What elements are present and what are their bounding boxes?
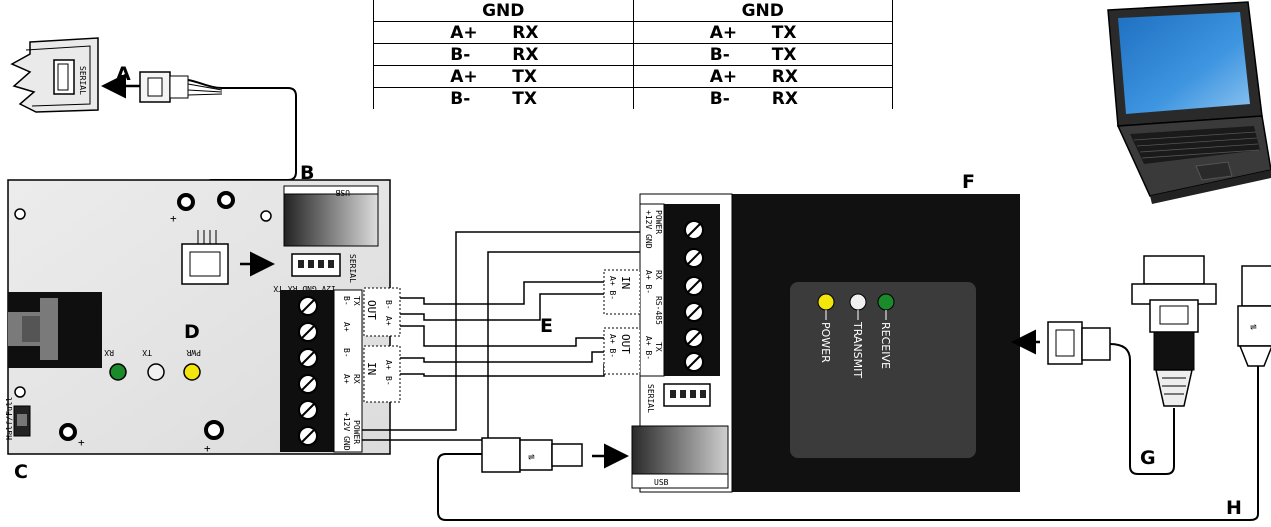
rx-led <box>109 363 127 381</box>
svg-text:+: + <box>170 212 177 225</box>
usb-a-plug: ⇌ <box>1237 265 1271 367</box>
svg-text:A+: A+ <box>384 360 393 370</box>
laptop-icon <box>1107 1 1271 204</box>
conv-transmit-led-label: TRANSMIT <box>851 321 864 378</box>
board-header-pins: 12V GND RX TX <box>273 284 336 293</box>
board-out-label: OUT <box>365 300 378 320</box>
svg-text:RX: RX <box>654 270 663 280</box>
svg-text:A+: A+ <box>342 322 351 332</box>
board-usb-label: USB <box>335 188 350 197</box>
svg-text:+: + <box>78 436 85 449</box>
svg-text:RX: RX <box>352 374 361 384</box>
usb-cable: ⇌ <box>437 366 1259 521</box>
callout-d: D <box>184 321 200 343</box>
fragment-serial-label: SERIAL <box>78 66 87 95</box>
svg-text:A+ B-: A+ B- <box>644 336 653 360</box>
conv-receive-led <box>877 293 895 311</box>
table-cell-left: B-RX <box>373 43 634 66</box>
svg-text:A+ B-: A+ B- <box>608 334 617 358</box>
led-rx-label: RX <box>104 348 114 357</box>
conv-power-led-label: POWER <box>819 322 832 363</box>
board-terminal-block: B- TX A+ B- A+ RX +12V GND POWER OUT B- … <box>280 287 401 453</box>
conv-serial-label: SERIAL <box>646 384 655 413</box>
svg-text:B-: B- <box>342 296 351 306</box>
table-row: A+TX A+RX <box>373 65 893 88</box>
table-row: B-RX B-TX <box>373 43 893 66</box>
led-pwr-label: PWR <box>186 348 201 357</box>
conv-rs485-label: RS-485 <box>654 296 663 325</box>
board-in-label: IN <box>365 362 378 375</box>
conv-receive-led-label: RECEIVE <box>879 322 892 369</box>
converter-module: +12V GND POWER A+ B- RX RS-485 A+ B- TX … <box>603 193 1020 493</box>
callout-c: C <box>14 461 28 483</box>
led-tx-label: TX <box>142 348 152 357</box>
table-row: B-TX B-RX <box>373 87 893 109</box>
conv-in-label: IN <box>619 276 632 289</box>
board-plug <box>181 230 229 285</box>
callout-a: A <box>116 63 131 85</box>
svg-text:A+ B-: A+ B- <box>608 276 617 300</box>
svg-text:+: + <box>204 442 211 455</box>
table-row: GND GND <box>373 0 893 22</box>
svg-text:A+: A+ <box>342 374 351 384</box>
conv-usb-label: USB <box>654 478 669 487</box>
half-full-switch-label: Half/Full <box>5 396 14 440</box>
svg-text:A+ B-: A+ B- <box>644 270 653 294</box>
svg-text:B-: B- <box>384 376 393 386</box>
connector-plug-a <box>139 71 189 103</box>
table-cell-left: A+RX <box>373 21 634 44</box>
table-cell-right: B-RX <box>632 87 893 109</box>
svg-text:+12V GND: +12V GND <box>342 412 351 451</box>
tx-led <box>147 363 165 381</box>
callout-h: H <box>1226 497 1242 519</box>
callout-f: F <box>962 171 975 193</box>
usb-symbol-icon: ⇌ <box>528 450 535 463</box>
svg-text:POWER: POWER <box>352 420 361 444</box>
table-cell-left: B-TX <box>373 87 634 109</box>
board-serial-label: SERIAL <box>348 254 357 283</box>
serial-cable <box>1047 255 1217 475</box>
conv-power-led <box>817 293 835 311</box>
callout-b: B <box>300 162 314 184</box>
callout-e: E <box>540 315 553 337</box>
table-cell-right: A+RX <box>632 65 893 88</box>
device-fragment: SERIAL <box>10 37 99 113</box>
pwr-led <box>183 363 201 381</box>
svg-text:A+: A+ <box>384 316 393 326</box>
conv-power-label: POWER <box>654 210 663 234</box>
svg-text:⇌: ⇌ <box>1250 320 1257 333</box>
conv-transmit-led <box>849 293 867 311</box>
wiring-table: GND GND A+RX A+TX B-RX B-TX A+TX A+RX B-… <box>373 0 893 109</box>
conv-12v-gnd: +12V GND <box>644 210 653 249</box>
table-row: A+RX A+TX <box>373 21 893 44</box>
svg-text:B-: B- <box>342 348 351 358</box>
table-cell-left: A+TX <box>373 65 634 88</box>
conv-out-label: OUT <box>619 334 632 354</box>
svg-text:TX: TX <box>654 342 663 352</box>
svg-text:TX: TX <box>352 296 361 306</box>
callout-g: G <box>1140 447 1156 469</box>
svg-text:B-: B- <box>384 300 393 310</box>
